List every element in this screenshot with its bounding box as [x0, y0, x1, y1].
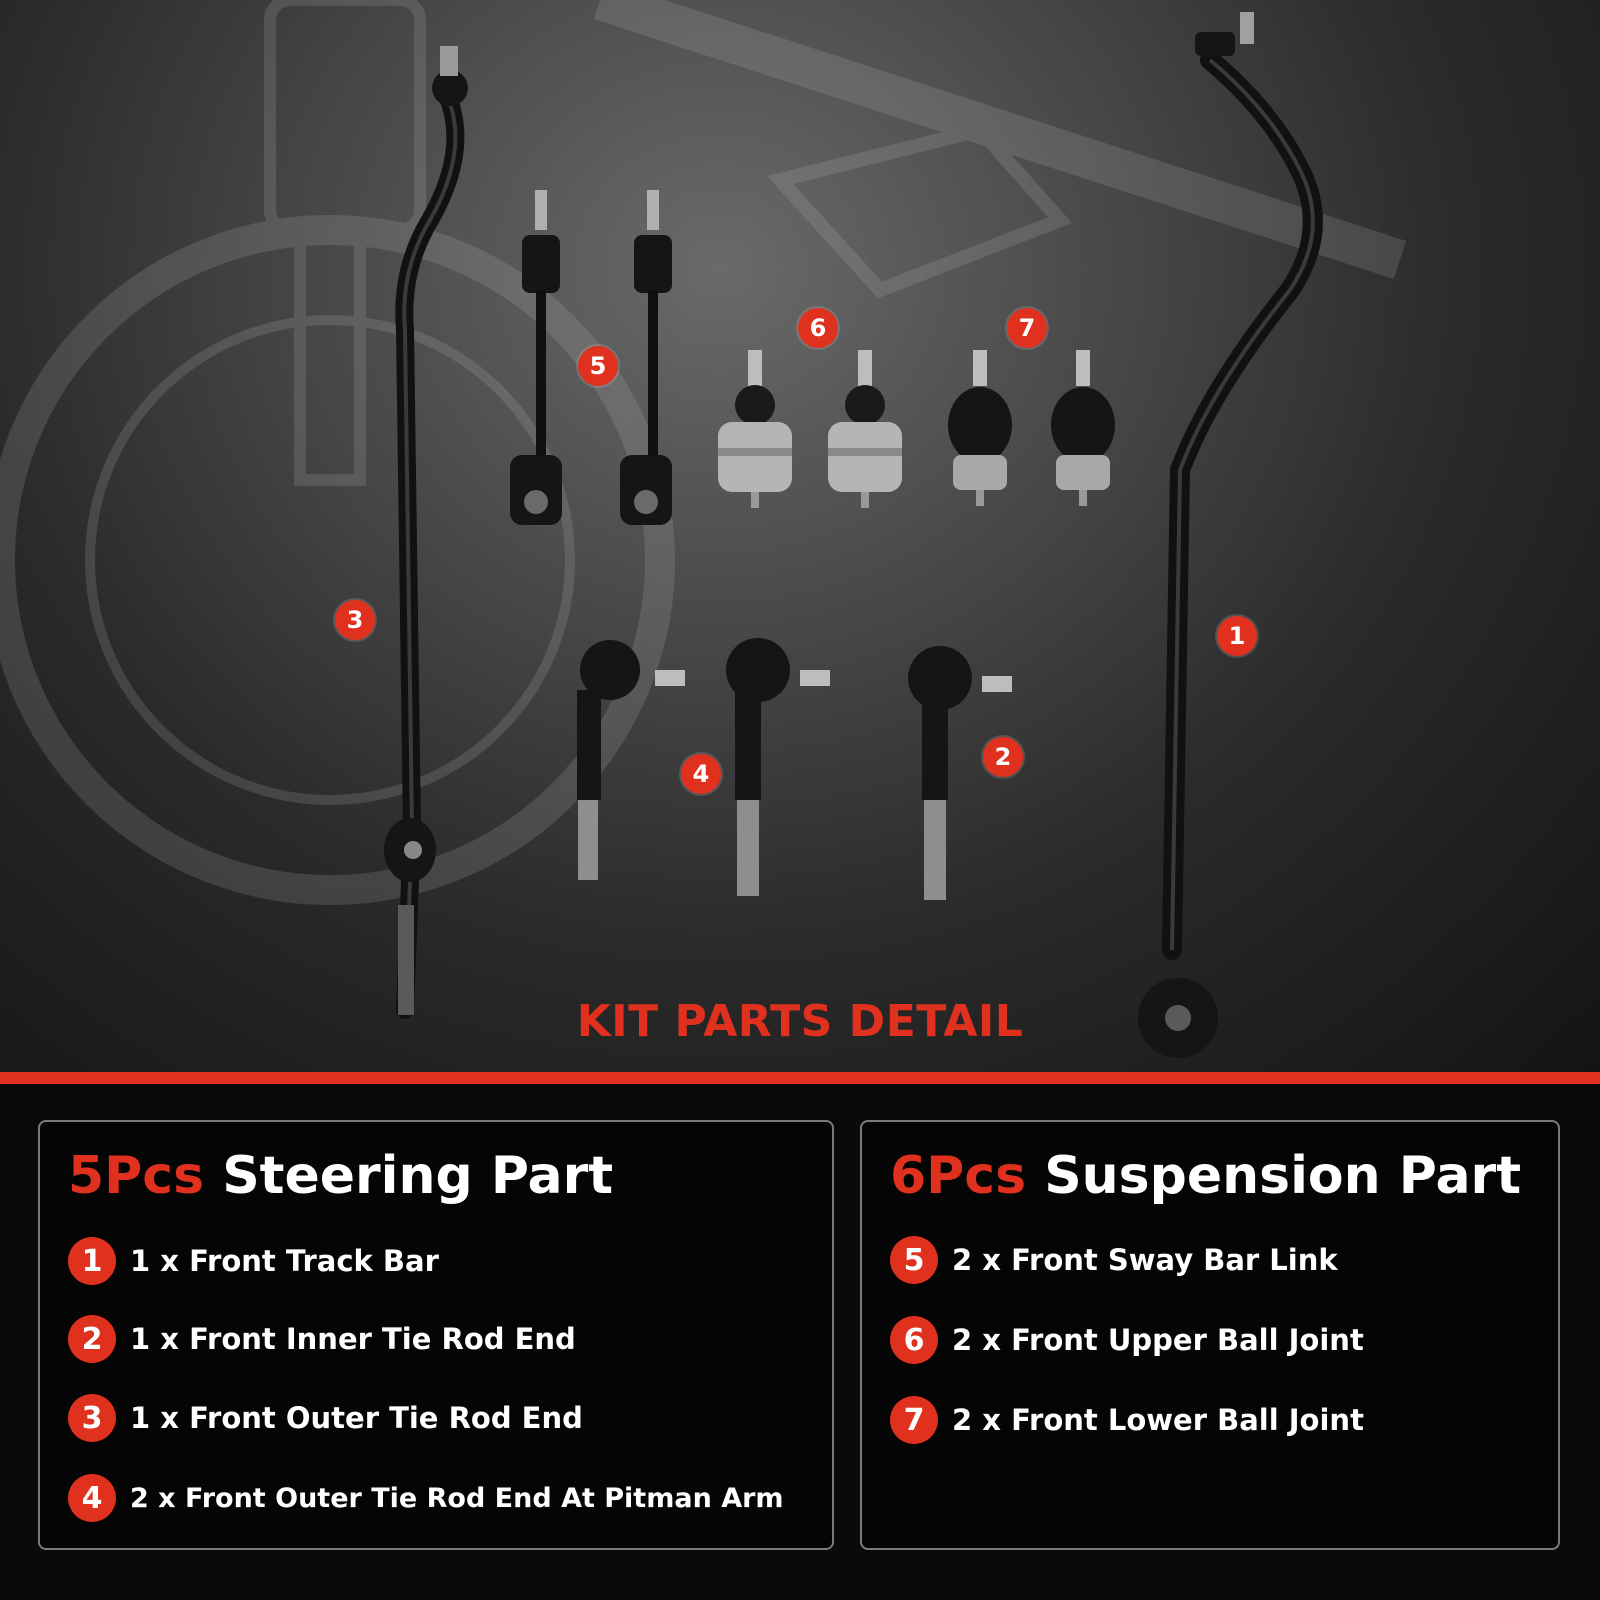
kit-parts-detail-heading: KIT PARTS DETAIL	[576, 996, 1024, 1047]
callout-4: 4	[681, 754, 721, 794]
callout-2: 2	[983, 737, 1023, 777]
callout-1: 1	[1217, 616, 1257, 656]
item-label: 1 x Front Outer Tie Rod End	[130, 1401, 583, 1435]
suspension-count: 6Pcs	[890, 1146, 1027, 1206]
steering-part-panel: 5Pcs Steering Part 1 1 x Front Track Bar…	[38, 1120, 834, 1550]
item-number-badge: 6	[890, 1316, 938, 1364]
list-item: 4 2 x Front Outer Tie Rod End At Pitman …	[68, 1474, 784, 1522]
item-number-badge: 3	[68, 1394, 116, 1442]
track-bar	[1138, 12, 1323, 1058]
list-item: 6 2 x Front Upper Ball Joint	[890, 1316, 1364, 1364]
parts-illustration	[0, 0, 1407, 1058]
accent-divider	[0, 1072, 1600, 1084]
list-item: 5 2 x Front Sway Bar Link	[890, 1236, 1338, 1284]
item-number-badge: 2	[68, 1315, 116, 1363]
item-label: 2 x Front Sway Bar Link	[952, 1243, 1338, 1277]
item-label: 1 x Front Track Bar	[130, 1244, 439, 1278]
lower-ball-joints	[948, 350, 1115, 506]
item-label: 2 x Front Upper Ball Joint	[952, 1323, 1364, 1357]
item-number-badge: 5	[890, 1236, 938, 1284]
item-label: 2 x Front Lower Ball Joint	[952, 1403, 1364, 1437]
list-item: 2 1 x Front Inner Tie Rod End	[68, 1315, 576, 1363]
callout-3: 3	[335, 600, 375, 640]
product-hero-image: 5 6 7 3 1 4 2 KIT PARTS DETAIL	[0, 0, 1600, 1072]
steering-panel-title: 5Pcs Steering Part	[68, 1146, 613, 1206]
callout-5: 5	[578, 346, 618, 386]
item-number-badge: 7	[890, 1396, 938, 1444]
list-item: 3 1 x Front Outer Tie Rod End	[68, 1394, 583, 1442]
upper-ball-joints	[718, 350, 902, 508]
inner-tie-rod-end	[908, 646, 1012, 900]
item-label: 1 x Front Inner Tie Rod End	[130, 1322, 576, 1356]
pitman-tie-rod-ends	[577, 638, 830, 896]
callout-6: 6	[798, 308, 838, 348]
suspension-part-panel: 6Pcs Suspension Part 5 2 x Front Sway Ba…	[860, 1120, 1560, 1550]
sway-bar-links	[510, 190, 672, 525]
outer-tie-rod-bar	[384, 46, 468, 1019]
suspension-panel-title: 6Pcs Suspension Part	[890, 1146, 1521, 1206]
suspension-title-text: Suspension Part	[1044, 1146, 1522, 1206]
callout-7: 7	[1007, 308, 1047, 348]
list-item: 7 2 x Front Lower Ball Joint	[890, 1396, 1364, 1444]
list-item: 1 1 x Front Track Bar	[68, 1237, 439, 1285]
steering-title-text: Steering Part	[222, 1146, 614, 1206]
item-number-badge: 4	[68, 1474, 116, 1522]
item-label: 2 x Front Outer Tie Rod End At Pitman Ar…	[130, 1482, 784, 1514]
steering-count: 5Pcs	[68, 1146, 205, 1206]
item-number-badge: 1	[68, 1237, 116, 1285]
